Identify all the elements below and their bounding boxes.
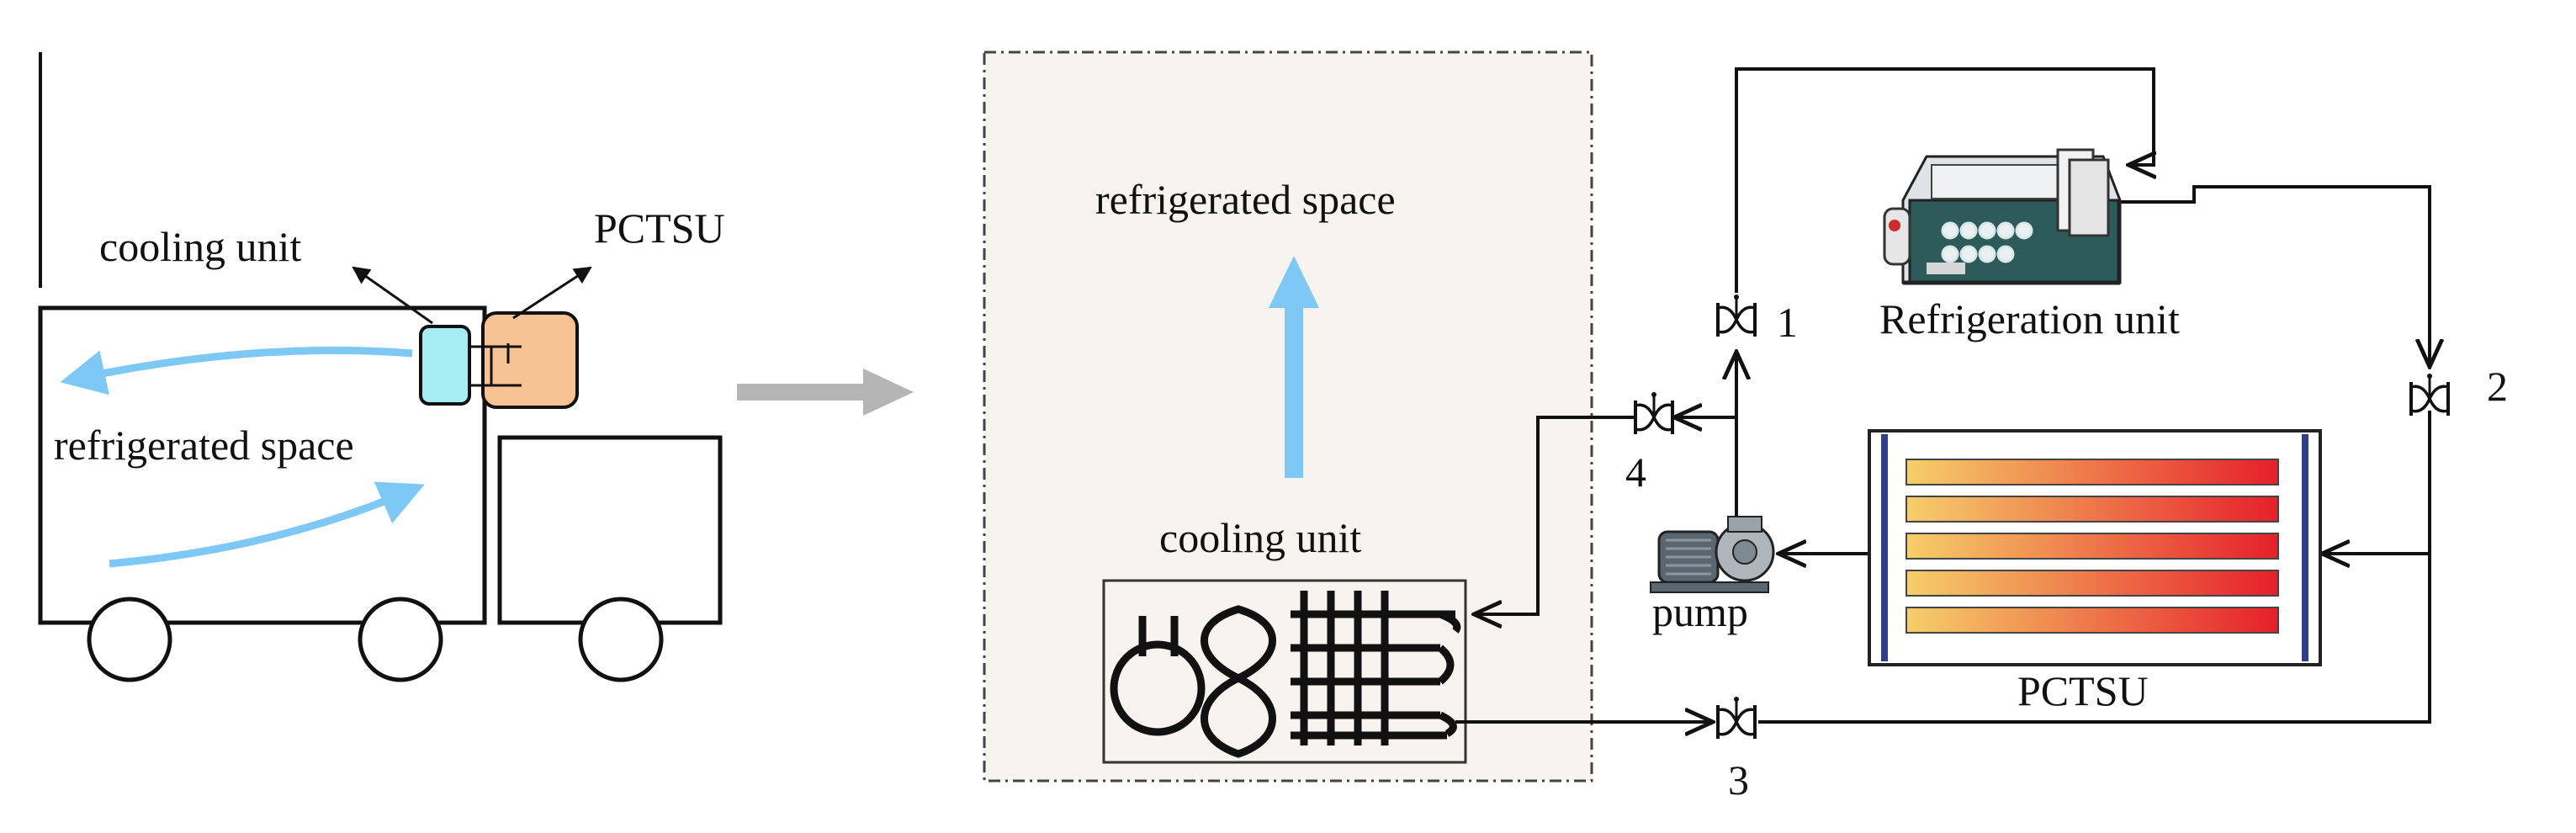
pump-icon [1650, 516, 1775, 593]
airflow-arrow-bottom [109, 481, 425, 568]
pcm-bar [1905, 533, 2279, 560]
cold-air-arrow [1269, 256, 1319, 478]
valve-1-label: 1 [1777, 299, 1798, 346]
truck-wheel-rear [87, 597, 172, 682]
pipe-to-valve-2 [2115, 185, 2430, 367]
pcm-bar [1905, 570, 2279, 597]
pump-label: pump [1652, 588, 1748, 635]
refrigeration-unit-label: Refrigeration unit [1879, 295, 2180, 342]
pctsu-right-plate [2302, 434, 2308, 661]
valve-4-icon [1634, 390, 1674, 436]
valve-3-label: 3 [1728, 756, 1749, 804]
valve-1-icon [1716, 293, 1757, 338]
panel-cooling-unit-label: cooling unit [1159, 514, 1361, 561]
valve-2-label: 2 [2487, 363, 2508, 410]
panel-refrigerated-space-label: refrigerated space [1095, 176, 1396, 223]
pcm-bar [1905, 607, 2279, 634]
fan-icon [1201, 605, 1276, 758]
truck-cab [497, 435, 723, 625]
valve-4-label: 4 [1625, 448, 1646, 496]
coil-icon [1291, 591, 1461, 745]
compressor-icon [1110, 616, 1206, 736]
transition-arrow [737, 369, 914, 416]
pctsu-label: PCTSU [2017, 667, 2149, 714]
valve-3-icon [1716, 695, 1757, 740]
truck-pctsu-label: PCTSU [594, 204, 725, 252]
truck-wheel-middle [358, 597, 443, 682]
truck-pctsu-box [481, 311, 579, 409]
truck-trailer [38, 305, 487, 625]
truck-refrigerated-space-label: refrigerated space [54, 422, 354, 469]
truck-illustration: cooling unit PCTSU refrigerated space [38, 52, 725, 682]
truck-cooling-unit-leader [352, 266, 433, 325]
airflow-arrow-top [60, 346, 413, 395]
pcm-bar [1905, 496, 2279, 523]
cooling-unit-assembly [1102, 579, 1467, 764]
refrigeration-circuit [1455, 67, 2430, 724]
pctsu-left-plate [1881, 434, 1888, 661]
truck-pctsu-leader [512, 266, 592, 320]
truck-wheel-front [578, 597, 664, 682]
pipe-valve-4-to-coil [1474, 416, 1634, 614]
truck-cooling-unit-box [419, 325, 471, 406]
truck-cooling-unit-label: cooling unit [99, 223, 301, 270]
refrigerated-space-panel: refrigerated space cooling unit [983, 50, 1593, 783]
refrigeration-unit-icon [1883, 148, 2122, 285]
pipe-supply-top [1735, 67, 2154, 293]
pctsu-tank [1868, 429, 2322, 666]
pcm-bar [1905, 459, 2279, 485]
valve-2-icon [2409, 372, 2450, 417]
